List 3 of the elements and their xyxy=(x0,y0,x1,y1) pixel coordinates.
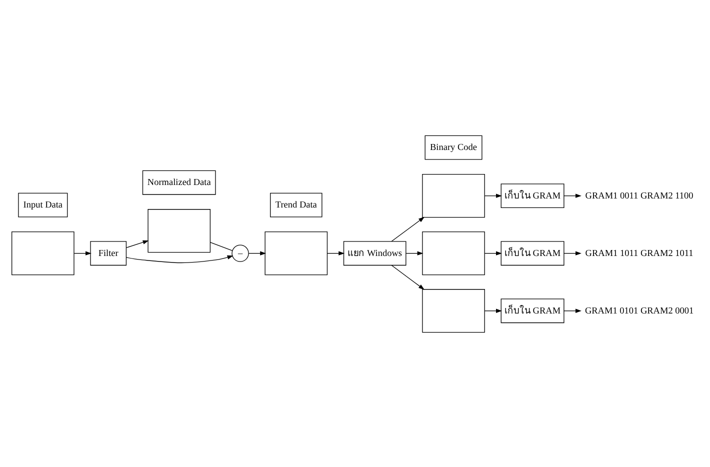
node-text: GRAM1 0011 GRAM2 1100 xyxy=(585,190,694,201)
node-text: GRAM1 1011 GRAM2 1011 xyxy=(585,248,694,258)
node-text: GRAM1 0101 GRAM2 0001 xyxy=(584,306,694,316)
